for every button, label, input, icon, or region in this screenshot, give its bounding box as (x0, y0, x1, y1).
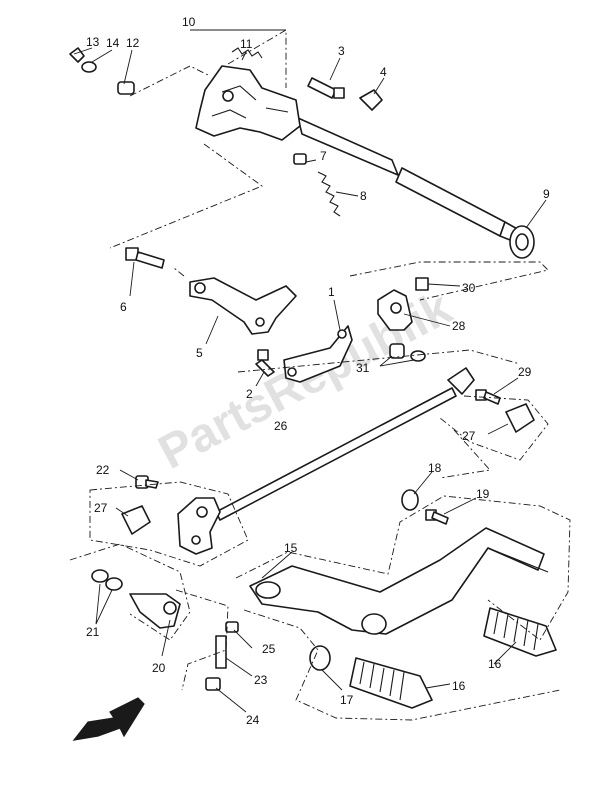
stopper-plate[interactable] (359, 89, 383, 111)
callout-labels: 10 13 14 12 11 3 4 7 8 9 6 5 1 30 28 2 3… (86, 15, 550, 727)
callout-27-lower: 27 (94, 501, 108, 515)
bolt-7[interactable] (293, 153, 307, 165)
callout-17: 17 (340, 693, 354, 707)
washer-14[interactable] (81, 61, 97, 73)
callout-1: 1 (328, 285, 335, 299)
callout-9: 9 (543, 187, 550, 201)
circlip[interactable] (69, 47, 85, 63)
callout-6: 6 (120, 300, 127, 314)
shift-arm-assembly[interactable] (195, 65, 301, 141)
callout-23: 23 (254, 673, 268, 687)
callout-10: 10 (182, 15, 196, 29)
callout-20: 20 (152, 661, 166, 675)
callout-18: 18 (428, 461, 442, 475)
callout-15: 15 (284, 541, 298, 555)
callout-31: 31 (356, 361, 370, 375)
pedal-rubber-16-right[interactable] (483, 607, 557, 657)
shift-shaft[interactable] (297, 117, 527, 245)
change-pedal[interactable] (249, 527, 549, 635)
callout-16-right: 16 (488, 657, 502, 671)
callout-4: 4 (380, 65, 387, 79)
bolt-25[interactable] (225, 621, 239, 633)
bolt-23[interactable] (215, 635, 227, 669)
shift-arm-lower[interactable] (177, 497, 221, 555)
callout-27-upper: 27 (462, 429, 476, 443)
pivot-17[interactable] (309, 645, 331, 671)
collar-12[interactable] (117, 81, 135, 95)
callout-12: 12 (126, 36, 140, 50)
front-arrow-icon (72, 697, 145, 741)
callout-13: 13 (86, 35, 100, 49)
callout-2: 2 (246, 387, 253, 401)
stopper-lever[interactable] (189, 277, 297, 335)
bolt-30[interactable] (415, 277, 429, 291)
callout-3: 3 (338, 44, 345, 58)
callout-21: 21 (86, 625, 100, 639)
bolt-29[interactable] (475, 389, 501, 405)
callout-11: 11 (240, 37, 253, 51)
callout-19: 19 (476, 487, 490, 501)
nut-24[interactable] (205, 677, 221, 691)
plate-1[interactable] (283, 325, 353, 383)
shaft-20[interactable] (129, 593, 181, 629)
bolt-19[interactable] (425, 509, 449, 525)
callout-28: 28 (452, 319, 466, 333)
bolt-6[interactable] (125, 247, 165, 269)
callout-16-left: 16 (452, 679, 466, 693)
callout-22: 22 (96, 463, 110, 477)
callout-29: 29 (518, 365, 532, 379)
callout-30: 30 (462, 281, 476, 295)
joint-31[interactable] (389, 343, 426, 362)
callout-24: 24 (246, 713, 260, 727)
callout-7: 7 (320, 149, 327, 163)
callout-5: 5 (196, 346, 203, 360)
rod-end-27-upper[interactable] (505, 403, 535, 433)
spring-8[interactable] (317, 171, 341, 217)
callout-25: 25 (262, 642, 276, 656)
bolt-2[interactable] (255, 349, 275, 377)
bolt-22[interactable] (135, 475, 159, 489)
spring-11[interactable] (231, 47, 263, 59)
oil-seal[interactable] (509, 225, 535, 259)
washer-18[interactable] (401, 489, 419, 511)
callout-8: 8 (360, 189, 367, 203)
shift-rod[interactable] (215, 367, 475, 521)
washers-21[interactable] (91, 569, 123, 591)
callout-14: 14 (106, 36, 120, 50)
leader-lines (73, 29, 547, 713)
bolt-3[interactable] (307, 77, 345, 99)
callout-26: 26 (274, 419, 288, 433)
lever-28[interactable] (377, 289, 413, 331)
pedal-rubber-16-left[interactable] (349, 657, 433, 709)
rod-end-27-lower[interactable] (121, 505, 151, 535)
